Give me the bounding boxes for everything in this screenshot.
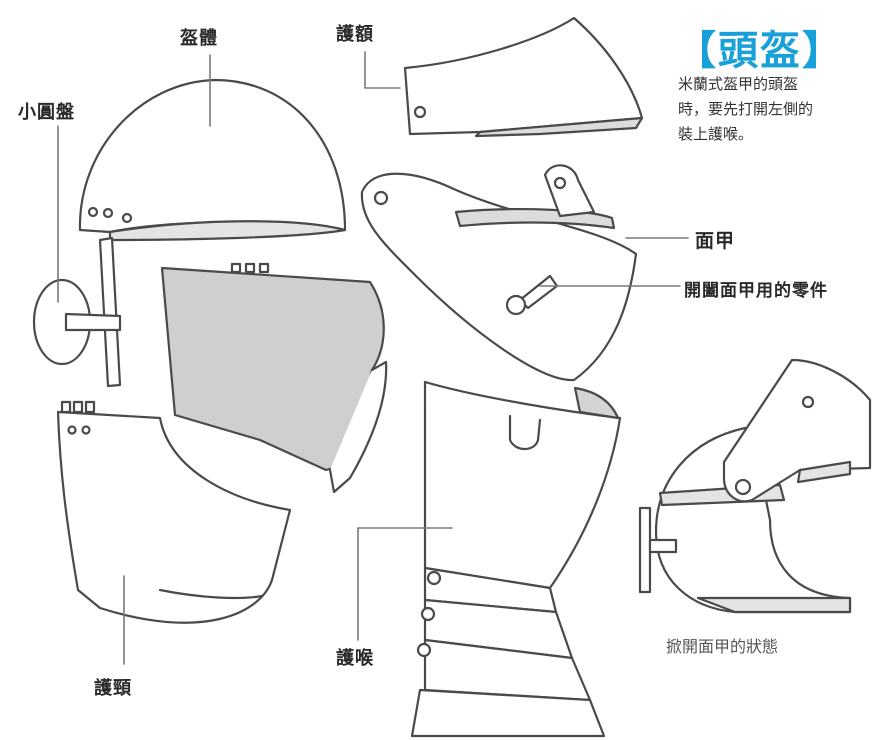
label-small-disc: 小圓盤 (18, 102, 75, 123)
label-visor: 面甲 (695, 230, 736, 252)
neck-guard-part (410, 380, 622, 738)
label-brow-guard: 護額 (336, 24, 374, 45)
brow-guard-part (403, 16, 644, 138)
small-disc-part (32, 278, 122, 366)
cheek-guard-part (56, 400, 292, 624)
label-neck-guard: 護喉 (336, 648, 374, 669)
caption-open-visor: 掀開面甲的狀態 (666, 637, 779, 656)
description-line-2: 時，要先打開左側的 (678, 100, 814, 118)
helmet-body-part (78, 78, 347, 388)
label-visor-part: 開闔面甲用的零件 (684, 281, 828, 301)
page-title: 【頭盔】 (676, 28, 844, 74)
label-cheek-guard: 護頸 (94, 678, 132, 699)
description: 米蘭式盔甲的頭盔 時，要先打開左側的 裝上護喉。 (678, 72, 875, 147)
label-helmet-body: 盔體 (180, 28, 218, 49)
visor-part (360, 164, 638, 382)
leader-lines (57, 51, 689, 665)
face-plate-part (160, 262, 388, 494)
open-visor-helmet (638, 358, 872, 614)
description-line-1: 米蘭式盔甲的頭盔 (678, 75, 799, 93)
description-line-3: 裝上護喉。 (678, 125, 754, 143)
